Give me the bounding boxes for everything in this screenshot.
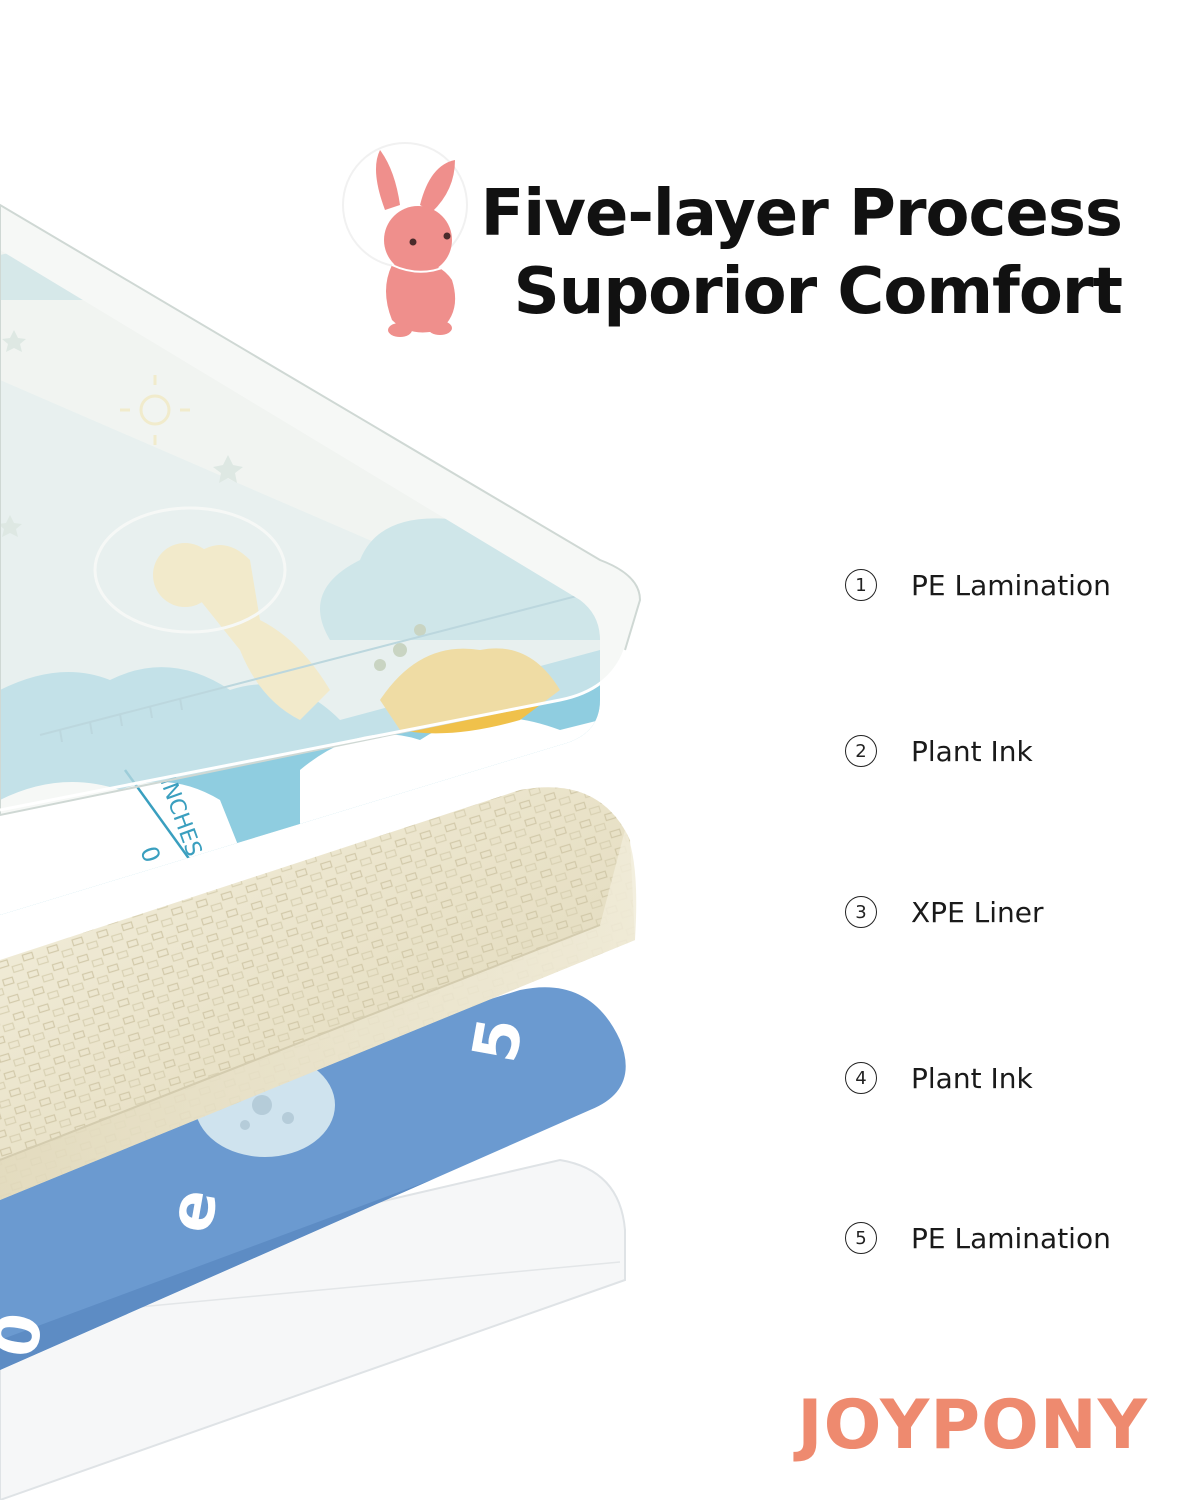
layer-label: PE Lamination xyxy=(911,568,1111,602)
layer-label: Plant Ink xyxy=(911,1061,1033,1095)
layer-number-badge: 2 xyxy=(845,735,877,767)
layer-item-5: 5 PE Lamination xyxy=(845,1218,1111,1258)
layer-item-4: 4 Plant Ink xyxy=(845,1058,1033,1098)
layer-number-badge: 1 xyxy=(845,569,877,601)
layer-item-3: 3 XPE Liner xyxy=(845,892,1044,932)
page-title-line-2: Suporior Comfort xyxy=(513,255,1123,329)
brand-logo-text: JOYPONY xyxy=(797,1386,1148,1465)
layer-number-badge: 5 xyxy=(845,1222,877,1254)
top-pe-lamination-layer xyxy=(0,203,642,817)
bunny-mascot xyxy=(342,142,468,337)
layer-item-1: 1 PE Lamination xyxy=(845,565,1111,605)
layer-label: Plant Ink xyxy=(911,734,1033,768)
layer-number-badge: 4 xyxy=(845,1062,877,1094)
layer-label: XPE Liner xyxy=(911,895,1044,929)
layer-number-badge: 3 xyxy=(845,896,877,928)
page-title-line-1: Five-layer Process xyxy=(480,177,1123,251)
xpe-foam-layer xyxy=(0,787,637,1200)
layer-item-2: 2 Plant Ink xyxy=(845,731,1033,771)
layer-label: PE Lamination xyxy=(911,1221,1111,1255)
